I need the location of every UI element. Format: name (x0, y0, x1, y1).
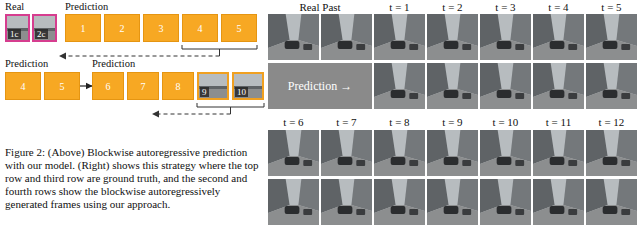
time-step: t = 3 (480, 1, 531, 13)
time-step: t = 1 (374, 1, 425, 13)
frame-number: 1 (81, 23, 86, 34)
video-frame (480, 130, 531, 176)
video-frame (427, 14, 478, 60)
frame-number: 3 (159, 23, 164, 34)
video-frame (374, 130, 425, 176)
video-frame (586, 130, 637, 176)
frame-thumbnail: 2c (32, 14, 57, 42)
predicted-block: 6 (92, 72, 124, 100)
video-frame (321, 14, 372, 60)
frame-number: 8 (176, 81, 181, 92)
predicted-block: 2 (104, 14, 140, 42)
video-frame (480, 63, 531, 109)
time-step: t = 2 (427, 1, 478, 13)
dashed-arrow (157, 114, 231, 115)
bracket (182, 45, 257, 56)
video-frame (480, 14, 531, 60)
video-frame (321, 179, 372, 225)
video-frame (586, 63, 637, 109)
frame-thumbnail: 10 (232, 72, 264, 100)
time-step: t = 8 (374, 116, 425, 128)
row-label: Prediction (65, 1, 108, 13)
video-frame (268, 14, 319, 60)
video-frame (374, 14, 425, 60)
video-frame (533, 130, 584, 176)
time-step: t = 6 (268, 116, 319, 128)
predicted-block: 4 (5, 72, 41, 100)
arrow-head (152, 111, 159, 118)
video-frame (321, 130, 372, 176)
video-frame (268, 179, 319, 225)
row-label: Prediction (5, 58, 48, 70)
time-step: t = 7 (321, 116, 372, 128)
dashed-arrow (64, 56, 220, 57)
video-frame (268, 130, 319, 176)
frame-number: 5 (60, 81, 65, 92)
video-frame (427, 63, 478, 109)
predicted-block: 1 (65, 14, 101, 42)
frame-number: 4 (21, 81, 26, 92)
predicted-block: 4 (182, 14, 218, 42)
frame-number: 2 (120, 23, 125, 34)
frame-number: 10 (235, 87, 248, 97)
time-step: t = 5 (586, 1, 637, 13)
predicted-block: 8 (162, 72, 194, 100)
frame-number: 7 (141, 81, 146, 92)
predicted-block: 3 (143, 14, 179, 42)
time-step: t = 12 (586, 116, 637, 128)
frame-number: Prediction → (288, 79, 352, 94)
time-step: t = 9 (427, 116, 478, 128)
time-step: t = 11 (533, 116, 584, 128)
predicted-block: 7 (127, 72, 159, 100)
predicted-block: 5 (221, 14, 257, 42)
video-frame (533, 63, 584, 109)
video-frame (533, 179, 584, 225)
video-frame (533, 14, 584, 60)
video-frame (427, 130, 478, 176)
video-frame (374, 63, 425, 109)
frame-thumbnail: 9 (197, 72, 229, 100)
video-frame (427, 179, 478, 225)
frame-number: 4 (198, 23, 203, 34)
column-header: Real Past (268, 1, 372, 13)
frame-number: 1c (8, 29, 21, 39)
arrow-head (59, 53, 66, 60)
time-step: t = 10 (480, 116, 531, 128)
frame-thumbnail: 1c (5, 14, 30, 42)
figure-caption: Figure 2: (Above) Blockwise autoregressi… (5, 146, 263, 211)
frame-number: 2c (35, 29, 48, 39)
flow-arrow (80, 85, 92, 86)
row-label: Real (5, 1, 24, 13)
video-frame (480, 179, 531, 225)
video-frame (586, 179, 637, 225)
time-step: t = 4 (533, 1, 584, 13)
video-frame (586, 14, 637, 60)
video-frame (374, 179, 425, 225)
row-label: Prediction (92, 58, 135, 70)
frame-number: 6 (106, 81, 111, 92)
prediction-panel: Prediction → (268, 63, 372, 109)
frame-number: 9 (200, 87, 209, 97)
bracket (197, 103, 264, 114)
frame-number: 5 (237, 23, 242, 34)
predicted-block: 5 (44, 72, 80, 100)
